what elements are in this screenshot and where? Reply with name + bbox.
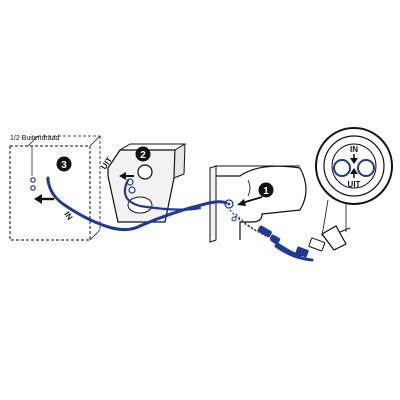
wall-outlet-panel (9, 135, 101, 241)
outlet-upper (30, 177, 36, 183)
arrow-left-icon (119, 172, 134, 180)
zoom-leader (321, 199, 329, 237)
step-2-badge: 2 (135, 146, 151, 162)
arrow-left-icon (34, 194, 54, 204)
svg-text:1: 1 (263, 186, 269, 197)
zoom-in-label: IN (350, 145, 358, 154)
in-pipe-label: IN (62, 210, 74, 222)
arrow-down-icon (350, 154, 358, 164)
hose-uit (123, 178, 202, 211)
step-3-badge: 3 (56, 156, 72, 172)
svg-text:2: 2 (140, 150, 146, 161)
arrow-up-icon (350, 168, 358, 178)
arrow-left-icon (237, 196, 263, 206)
buitendraad-label: 1/2 Buitendraad (10, 135, 60, 142)
zoom-uit-label: UIT (348, 180, 361, 189)
outlet-lower (30, 185, 36, 191)
svg-text:3: 3 (61, 160, 67, 171)
cistern-frame (107, 143, 186, 223)
step-1-badge: 1 (258, 182, 274, 198)
hose-in (46, 176, 228, 232)
zoom-circle (315, 127, 393, 205)
hose-connector (257, 225, 351, 262)
